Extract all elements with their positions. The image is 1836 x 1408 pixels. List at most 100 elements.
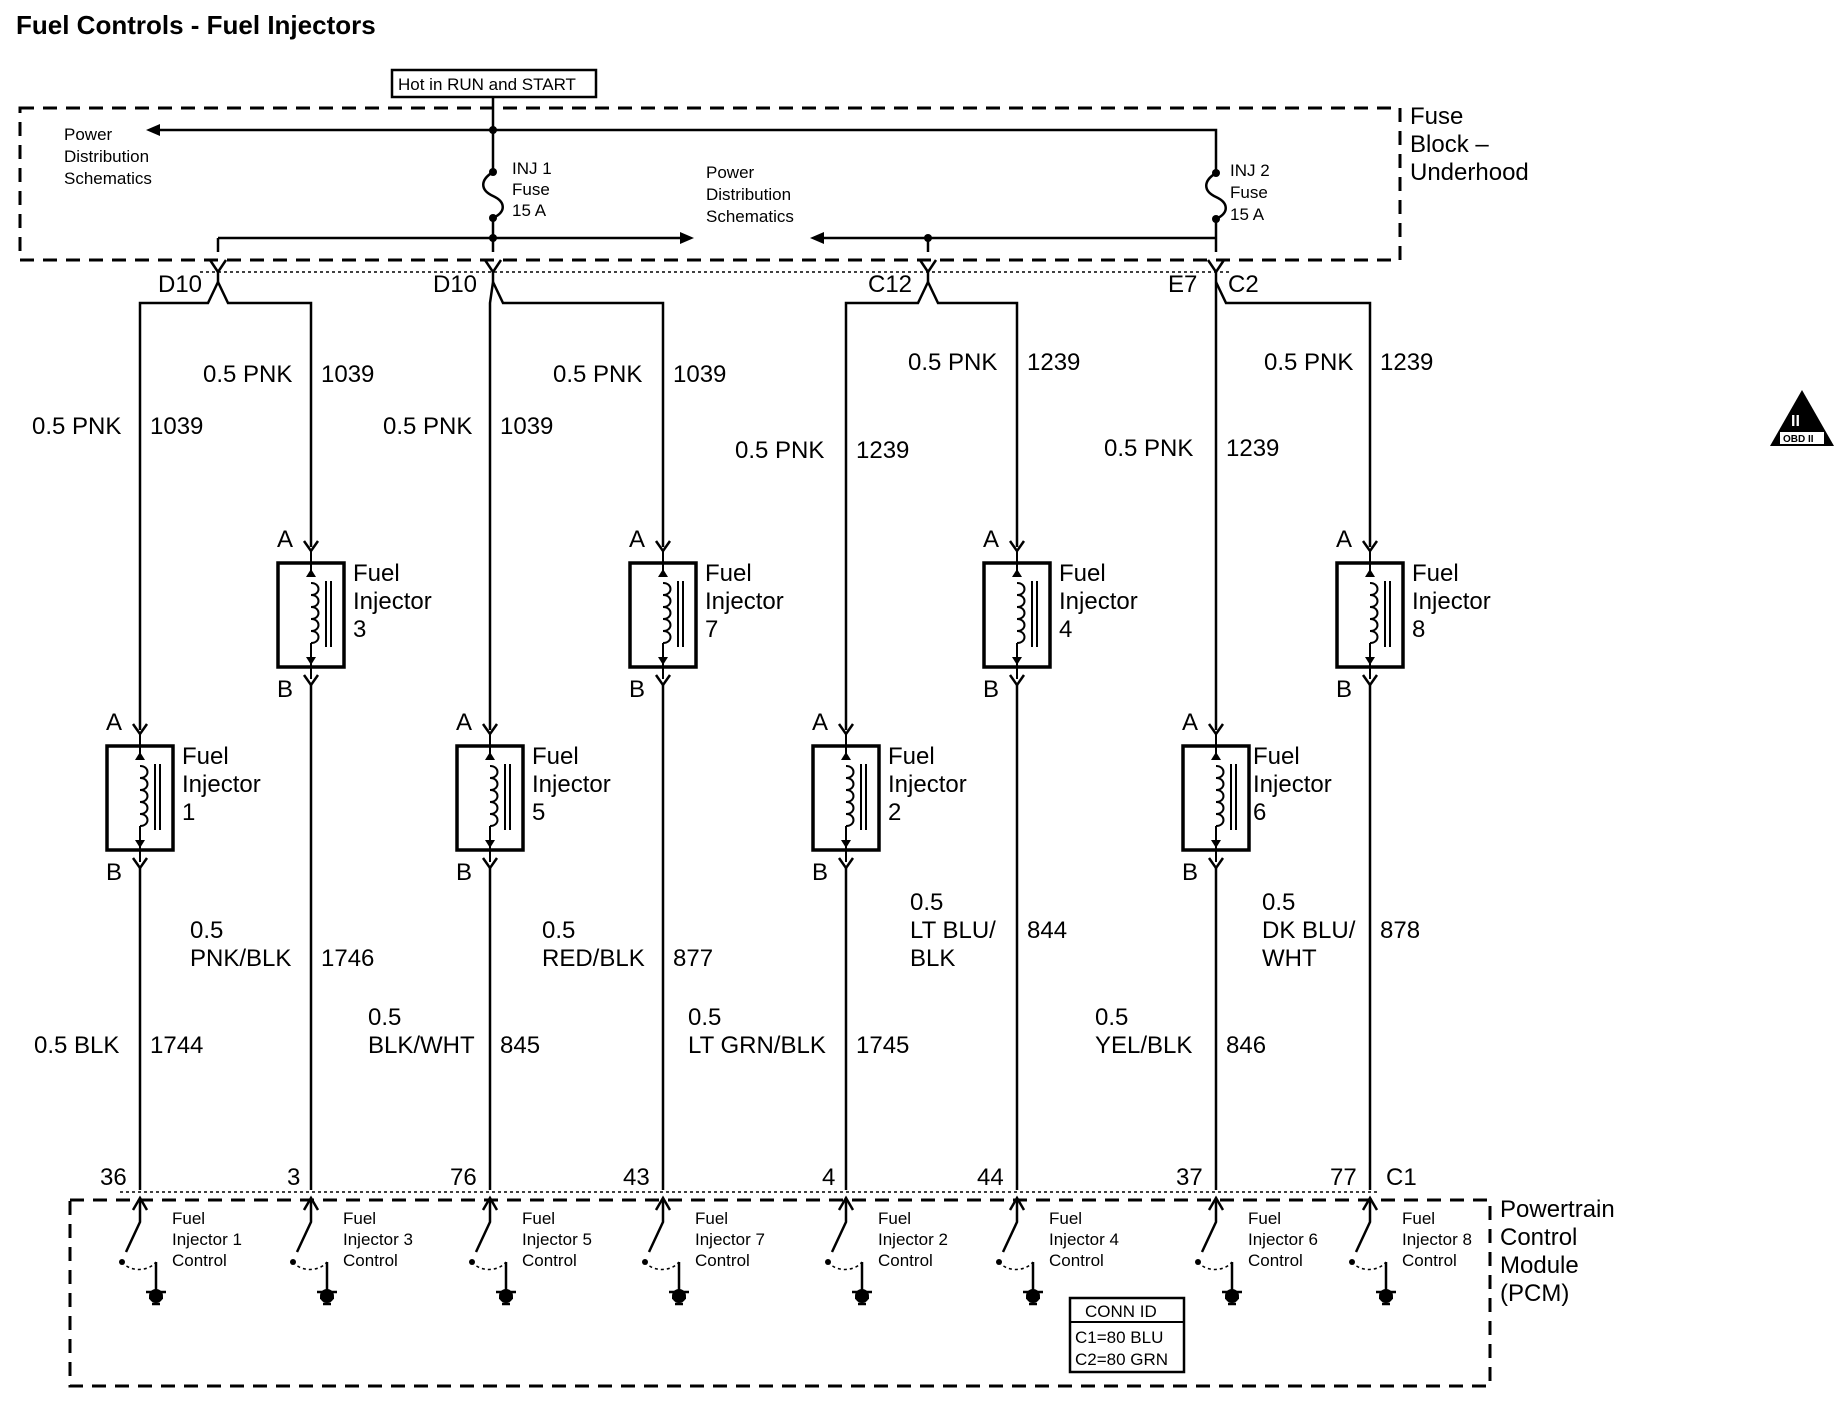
lower-wire-color: 0.5	[542, 917, 575, 944]
lower-wire-color: DK BLU/	[1262, 917, 1356, 944]
page-title: Fuel Controls - Fuel Injectors	[16, 10, 376, 40]
pcm-control-label: Injector 1	[172, 1230, 242, 1249]
power-distribution-left-label: Power Distribution Schematics	[64, 125, 152, 188]
pin-a-label: A	[456, 709, 472, 736]
obd-ii-triangle-icon: II OBD II	[1770, 390, 1834, 446]
injector-name: Fuel	[1059, 560, 1106, 587]
upper-circuit-number: 1239	[1380, 349, 1433, 376]
svg-text:CONN ID: CONN ID	[1085, 1302, 1157, 1321]
injector-name: Injector	[182, 771, 261, 798]
injector-name: Fuel	[182, 743, 229, 770]
svg-text:C2=80 GRN: C2=80 GRN	[1075, 1350, 1168, 1369]
pcm-control-label: Control	[878, 1251, 933, 1270]
pcm-control-label: Control	[1248, 1251, 1303, 1270]
pcm-pin-number: 3	[287, 1164, 300, 1191]
injector-name: Injector	[532, 771, 611, 798]
arrow-up-icon	[1211, 752, 1221, 760]
pcm-control-label: Injector 2	[878, 1230, 948, 1249]
inj2-fuse: INJ 2 Fuse 15 A	[1205, 161, 1270, 238]
pcm-pin-number: 4	[822, 1164, 835, 1191]
injector-name: Fuel	[888, 743, 935, 770]
pcm-driver-switch-icon	[1195, 1198, 1234, 1290]
arrow-down-icon	[1012, 657, 1022, 665]
pin-a-label: A	[629, 526, 645, 553]
pcm-label: Powertrain Control Module (PCM)	[1500, 1196, 1615, 1307]
pcm-control-label: Injector 3	[343, 1230, 413, 1249]
lower-circuit-number: 878	[1380, 917, 1420, 944]
ground-icon	[496, 1289, 516, 1306]
arrow-down-icon	[306, 657, 316, 665]
pcm-control-label: Injector 6	[1248, 1230, 1318, 1249]
arrow-down-icon	[841, 840, 851, 848]
pin-b-label: B	[1336, 676, 1352, 703]
fuse-icon	[1205, 171, 1227, 221]
svg-text:INJ 1: INJ 1	[512, 159, 552, 178]
lower-wire-color: 0.5	[1262, 889, 1295, 916]
fuse-block-boundary	[18, 106, 1402, 262]
injector-name: Injector	[705, 588, 784, 615]
lower-wire-color: BLK	[910, 945, 955, 972]
coil-icon	[310, 582, 320, 644]
arrow-down-icon	[1211, 840, 1221, 848]
upper-wire-gauge: 0.5 PNK	[32, 413, 121, 440]
ground-icon	[852, 1289, 872, 1306]
pcm-pin-number: 44	[977, 1164, 1004, 1191]
pcm-control-label: Control	[695, 1251, 750, 1270]
conn-id-box: CONN ID C1=80 BLU C2=80 GRN	[1068, 1296, 1186, 1374]
coil-icon	[1016, 582, 1026, 644]
pcm-control-label: Fuel	[522, 1209, 555, 1228]
injector-name: 4	[1059, 616, 1072, 643]
svg-text:D10: D10	[158, 271, 202, 298]
pcm-pin-number: 37	[1176, 1164, 1203, 1191]
svg-text:Fuse: Fuse	[1230, 183, 1268, 202]
svg-text:D10: D10	[433, 271, 477, 298]
pin-b-label: B	[456, 859, 472, 886]
injector-name: Injector	[1059, 588, 1138, 615]
injector-name: Fuel	[1412, 560, 1459, 587]
svg-text:Schematics: Schematics	[64, 169, 152, 188]
pcm-driver-switch-icon	[642, 1198, 681, 1290]
svg-text:Power: Power	[706, 163, 755, 182]
upper-circuit-number: 1239	[856, 437, 909, 464]
svg-text:Module: Module	[1500, 1252, 1579, 1279]
svg-text:(PCM): (PCM)	[1500, 1280, 1569, 1307]
coil-icon	[489, 765, 499, 827]
pin-a-label: A	[277, 526, 293, 553]
svg-text:Fuse: Fuse	[512, 180, 550, 199]
injector-name: Fuel	[532, 743, 579, 770]
arrow-left-icon	[810, 232, 824, 244]
power-distribution-mid-label: Power Distribution Schematics	[706, 163, 794, 226]
upper-wire-gauge: 0.5 PNK	[553, 361, 642, 388]
svg-text:C1=80 BLU: C1=80 BLU	[1075, 1328, 1163, 1347]
splice-c12: C12	[844, 259, 1019, 400]
hot-label: Hot in RUN and START	[398, 75, 576, 94]
pin-b-label: B	[277, 676, 293, 703]
injector-name: Injector	[1412, 588, 1491, 615]
coil-icon	[845, 765, 855, 827]
pcm-pin-number: 76	[450, 1164, 477, 1191]
pcm-control-label: Control	[522, 1251, 577, 1270]
arrow-up-icon	[1012, 569, 1022, 577]
upper-wire-gauge: 0.5 PNK	[203, 361, 292, 388]
arrow-down-icon	[658, 657, 668, 665]
lower-circuit-number: 1745	[856, 1032, 909, 1059]
pcm-boundary	[68, 1198, 1492, 1388]
pcm-pin-number: 36	[100, 1164, 127, 1191]
lower-circuit-number: 1744	[150, 1032, 203, 1059]
injector-name: 8	[1412, 616, 1425, 643]
arrow-up-icon	[306, 569, 316, 577]
lower-wire-color: 0.5	[910, 889, 943, 916]
feed-bus	[150, 128, 1218, 171]
pin-a-label: A	[1182, 709, 1198, 736]
arrow-left-icon	[146, 124, 160, 136]
pcm-control-label: Control	[172, 1251, 227, 1270]
ground-icon	[146, 1289, 166, 1306]
coil-icon	[1215, 765, 1225, 827]
lower-wire-color: 0.5	[368, 1004, 401, 1031]
pcm-driver-switch-icon	[469, 1198, 508, 1290]
